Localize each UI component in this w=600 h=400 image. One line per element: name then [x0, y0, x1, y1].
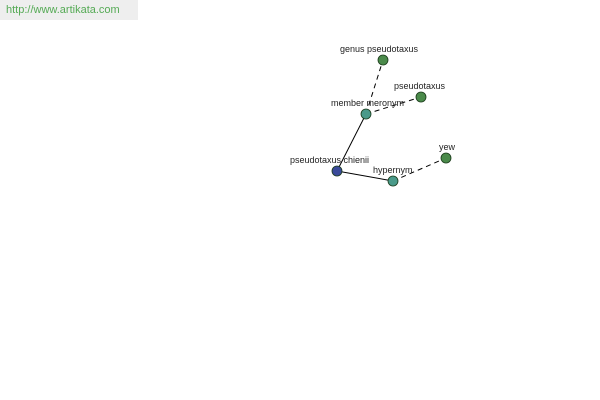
- labels-layer: pseudotaxus chienii member meronym hyperny…: [290, 44, 456, 175]
- node-meronym[interactable]: [360, 108, 372, 120]
- node-yew[interactable]: [440, 152, 452, 164]
- node-hypernym[interactable]: [387, 175, 399, 187]
- node-label-hypernym[interactable]: hypernym: [373, 165, 413, 175]
- node-genus[interactable]: [377, 54, 389, 66]
- node-pseudotaxus[interactable]: [415, 91, 427, 103]
- edge-main-hypernym: [336, 170, 394, 182]
- edge-meronym-genus: [365, 59, 384, 115]
- site-url-link[interactable]: http://www.artikata.com: [6, 4, 120, 16]
- node-label-yew[interactable]: yew: [439, 142, 456, 152]
- edges-layer: [336, 59, 447, 182]
- edge-meronym-pseudotaxus: [365, 96, 422, 115]
- node-label-pseudotaxus[interactable]: pseudotaxus: [394, 81, 446, 91]
- edge-hypernym-yew: [392, 157, 447, 182]
- url-bar: http://www.artikata.com: [0, 0, 138, 20]
- node-label-meronym[interactable]: member meronym: [331, 98, 404, 108]
- node-label-main[interactable]: pseudotaxus chienii: [290, 155, 369, 165]
- node-main[interactable]: [331, 165, 343, 177]
- nodes-layer: [331, 54, 452, 187]
- edge-main-meronym: [336, 113, 367, 172]
- node-label-genus[interactable]: genus pseudotaxus: [340, 44, 419, 54]
